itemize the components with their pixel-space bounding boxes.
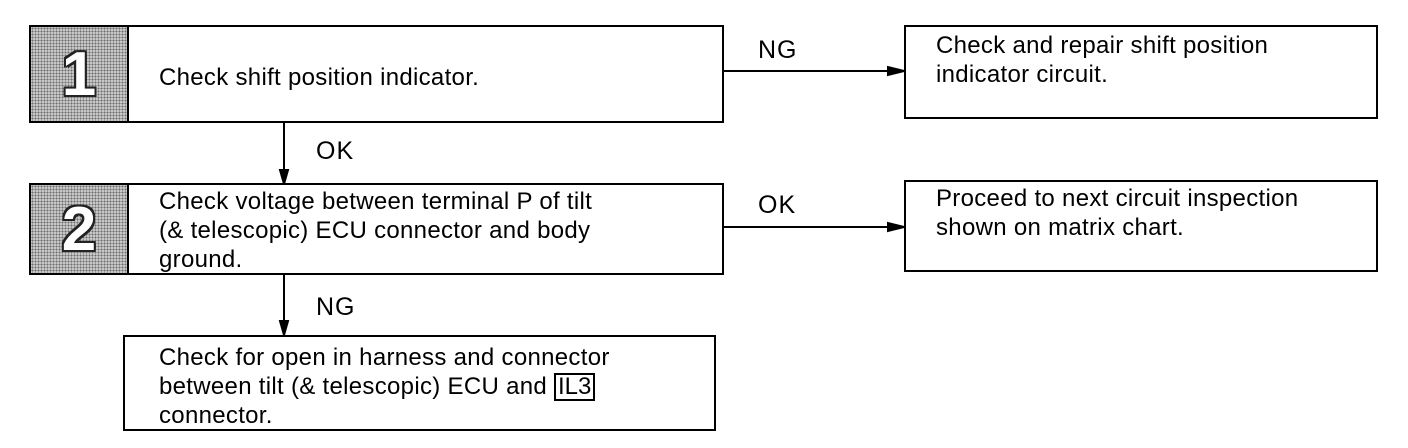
label-ok-step1: OK xyxy=(316,137,355,165)
label-ok-step2: OK xyxy=(758,191,797,219)
step-2-number: 2 xyxy=(31,185,129,273)
result-step1-ng-text: Check and repair shift position indicato… xyxy=(936,32,1269,88)
arrowhead xyxy=(278,320,290,339)
result-step2-ng-main: Check for open in harness and connector … xyxy=(159,344,610,400)
arrowhead xyxy=(278,169,290,188)
result-step2-ok-box: Proceed to next circuit inspection shown… xyxy=(904,180,1378,272)
step-2-box: 2 Check voltage between terminal P of ti… xyxy=(29,183,724,275)
step-1-text: Check shift position indicator. xyxy=(159,64,480,91)
step-1-number: 1 xyxy=(31,27,129,121)
step-2-text: Check voltage between terminal P of tilt… xyxy=(159,188,593,273)
result-step1-ng-box: Check and repair shift position indicato… xyxy=(904,25,1378,119)
result-step2-ng-end: connector. xyxy=(159,402,273,429)
result-step2-ok-text: Proceed to next circuit inspection shown… xyxy=(936,185,1299,241)
result-step2-ng-text: Check for open in harness and connector … xyxy=(159,343,610,430)
connector-code-il3: IL3 xyxy=(553,373,596,401)
arrowhead xyxy=(887,65,905,77)
arrowhead xyxy=(887,221,905,233)
label-ng-step1: NG xyxy=(758,36,798,64)
step-1-box: 1 Check shift position indicator. xyxy=(29,25,724,123)
result-step2-ng-box: Check for open in harness and connector … xyxy=(123,335,716,431)
label-ng-step2: NG xyxy=(316,293,356,321)
